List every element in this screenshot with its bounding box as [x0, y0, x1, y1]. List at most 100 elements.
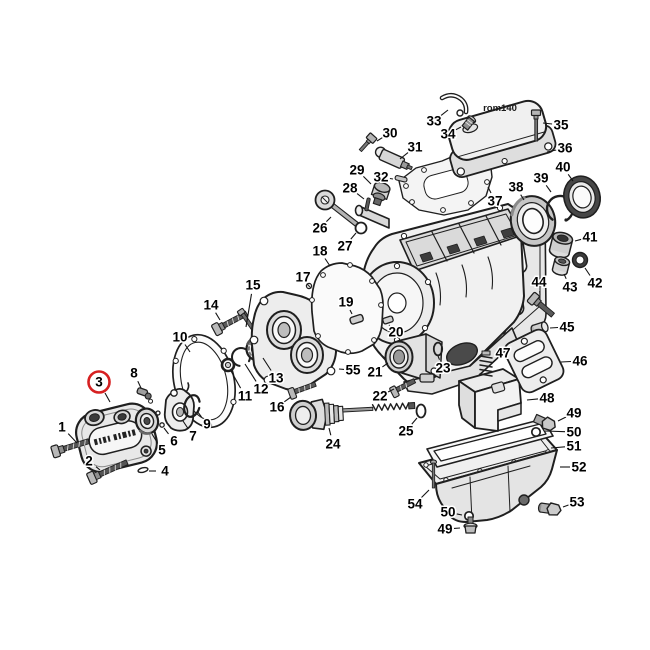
- callout-32: 32: [372, 168, 394, 186]
- callout-number: 2: [85, 454, 93, 469]
- callout-leader-line: [67, 433, 78, 444]
- callout-42: 42: [584, 267, 604, 292]
- callout-52: 52: [560, 458, 588, 476]
- callout-7: 7: [182, 420, 198, 445]
- callout-leader-line: [349, 309, 353, 315]
- callout-number: 17: [295, 270, 310, 285]
- callout-number: 23: [435, 361, 451, 376]
- callout-number: 16: [269, 400, 285, 415]
- callout-46: 46: [560, 352, 589, 370]
- callout-leader-line: [491, 358, 497, 364]
- callout-number: 31: [407, 140, 423, 155]
- callout-number: 53: [569, 495, 585, 510]
- callout-24: 24: [324, 427, 342, 453]
- part-switch-29: [370, 181, 391, 207]
- callout-45: 45: [549, 318, 576, 336]
- part-dipstick-24: [289, 398, 416, 431]
- part-filter-48: [458, 368, 522, 432]
- callout-leader-line: [262, 357, 272, 371]
- callout-number: 18: [312, 244, 328, 259]
- callout-44: 44: [530, 273, 548, 296]
- callout-23: 23: [434, 355, 452, 377]
- callout-leader-line: [196, 410, 202, 418]
- part-retainer-21: [384, 333, 443, 383]
- callout-30: 30: [376, 124, 399, 142]
- part-oring-27: [354, 221, 368, 235]
- callout-15: 15: [244, 276, 262, 328]
- part-washer-4: [137, 466, 149, 474]
- callout-number: 27: [337, 239, 352, 254]
- callout-number: 7: [189, 429, 197, 444]
- callout-leader-line: [387, 388, 395, 393]
- callout-54: 54: [406, 489, 430, 513]
- callout-number: 10: [172, 330, 187, 345]
- callout-leader-line: [456, 513, 463, 516]
- part-pin-28: [364, 197, 371, 212]
- part-race-11: [220, 357, 236, 373]
- callout-number: 6: [170, 434, 178, 449]
- callout-11: 11: [230, 370, 254, 405]
- callout-22: 22: [371, 387, 395, 405]
- callout-number: 12: [253, 382, 268, 397]
- callout-leader-line: [545, 184, 552, 193]
- callout-number: 43: [562, 280, 578, 295]
- callout-20: 20: [387, 323, 405, 341]
- callout-number: 8: [130, 366, 138, 381]
- callout-53: 53: [562, 493, 586, 511]
- callout-47: 47: [491, 344, 512, 364]
- callout-18: 18: [311, 242, 331, 267]
- callout-leader-line: [388, 324, 390, 326]
- part-plug-53: [537, 502, 562, 516]
- part-snapring-9: [183, 394, 201, 418]
- callout-leader-line: [350, 232, 357, 240]
- callout-number: 40: [555, 160, 570, 175]
- callout-28: 28: [341, 179, 365, 200]
- part-bushing-41: [548, 231, 574, 259]
- part-spring-47: [479, 350, 493, 377]
- callout-27: 27: [336, 232, 357, 255]
- callout-number: 50: [440, 505, 455, 520]
- callout-leader-line: [215, 312, 221, 321]
- part-pin-19: [349, 313, 364, 325]
- callout-25: 25: [397, 417, 418, 440]
- callout-number: 28: [342, 181, 358, 196]
- callout-31: 31: [399, 138, 424, 160]
- callout-number: 1: [58, 420, 66, 435]
- callout-number: 55: [345, 363, 361, 378]
- callout-26: 26: [311, 216, 332, 237]
- part-bushing-43: [551, 256, 571, 276]
- part-disc-5: [134, 407, 160, 435]
- callout-12: 12: [244, 363, 270, 398]
- callout-number: 13: [268, 371, 284, 386]
- callout-55: 55: [338, 361, 362, 379]
- callout-6: 6: [163, 427, 180, 450]
- diagram-code-label: rom140: [483, 103, 517, 114]
- part-seal-40: [563, 175, 601, 219]
- callout-43: 43: [561, 273, 579, 296]
- callout-number: 52: [571, 460, 586, 475]
- callout-number: 32: [373, 170, 388, 185]
- part-oring-23: [432, 341, 444, 357]
- part-top-cover-36: [447, 99, 557, 179]
- callout-leader-line: [163, 427, 169, 435]
- callout-leader-line: [363, 176, 372, 185]
- callout-leader-line: [526, 398, 539, 401]
- callout-14: 14: [202, 296, 221, 321]
- part-lever-cover-7: [163, 382, 195, 432]
- callout-leader-line: [549, 326, 559, 329]
- callout-number: 4: [161, 464, 169, 479]
- callout-leader-line: [230, 370, 242, 389]
- part-bolt-30: [358, 132, 378, 153]
- callout-leader-line: [520, 194, 525, 201]
- callout-1: 1: [57, 418, 78, 444]
- part-bolt-22: [389, 378, 417, 399]
- callout-number: 39: [533, 171, 548, 186]
- callout-39: 39: [532, 169, 552, 193]
- callout-leader-line: [542, 122, 553, 125]
- callout-number: 29: [349, 163, 364, 178]
- callout-4: 4: [149, 462, 171, 480]
- callout-number: 44: [531, 275, 547, 290]
- callout-number: 25: [398, 424, 414, 439]
- callout-leader-line: [389, 177, 394, 180]
